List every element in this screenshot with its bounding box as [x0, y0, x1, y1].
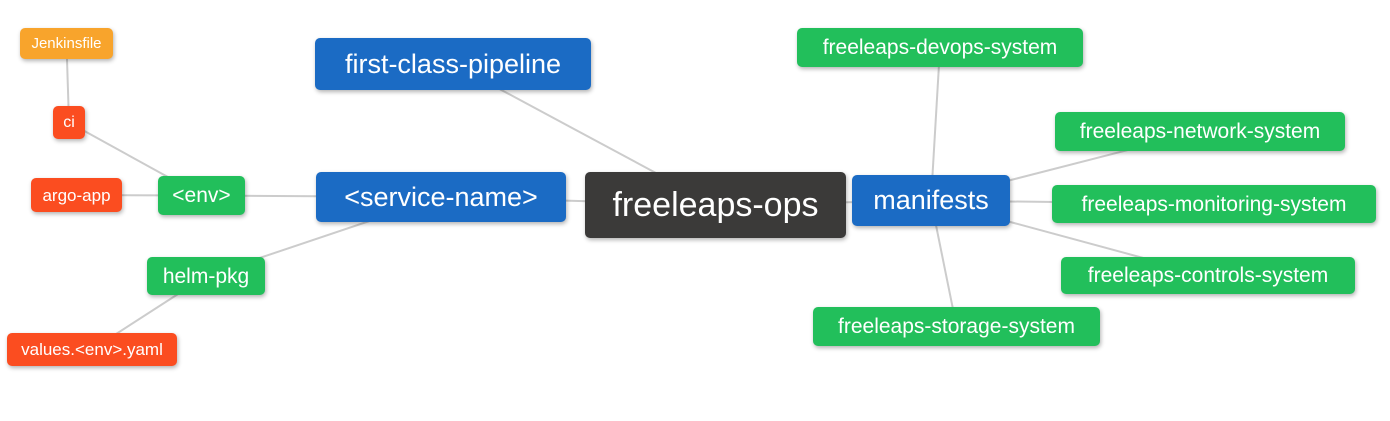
node-argo-app[interactable]: argo-app [31, 178, 122, 212]
node-freeleaps-controls-system[interactable]: freeleaps-controls-system [1061, 257, 1355, 294]
node-jenkinsfile[interactable]: Jenkinsfile [20, 28, 113, 59]
node-freeleaps-storage-system[interactable]: freeleaps-storage-system [813, 307, 1100, 346]
node-ci[interactable]: ci [53, 106, 85, 139]
node-service-name[interactable]: <service-name> [316, 172, 566, 222]
node-first-class-pipeline[interactable]: first-class-pipeline [315, 38, 591, 90]
node-manifests[interactable]: manifests [852, 175, 1010, 226]
node-freeleaps-ops[interactable]: freeleaps-ops [585, 172, 846, 238]
node-helm-pkg[interactable]: helm-pkg [147, 257, 265, 295]
node-freeleaps-devops-system[interactable]: freeleaps-devops-system [797, 28, 1083, 67]
node-freeleaps-network-system[interactable]: freeleaps-network-system [1055, 112, 1345, 151]
node-values-env-yaml[interactable]: values.<env>.yaml [7, 333, 177, 366]
node-freeleaps-monitoring-system[interactable]: freeleaps-monitoring-system [1052, 185, 1376, 223]
node-env[interactable]: <env> [158, 176, 245, 215]
